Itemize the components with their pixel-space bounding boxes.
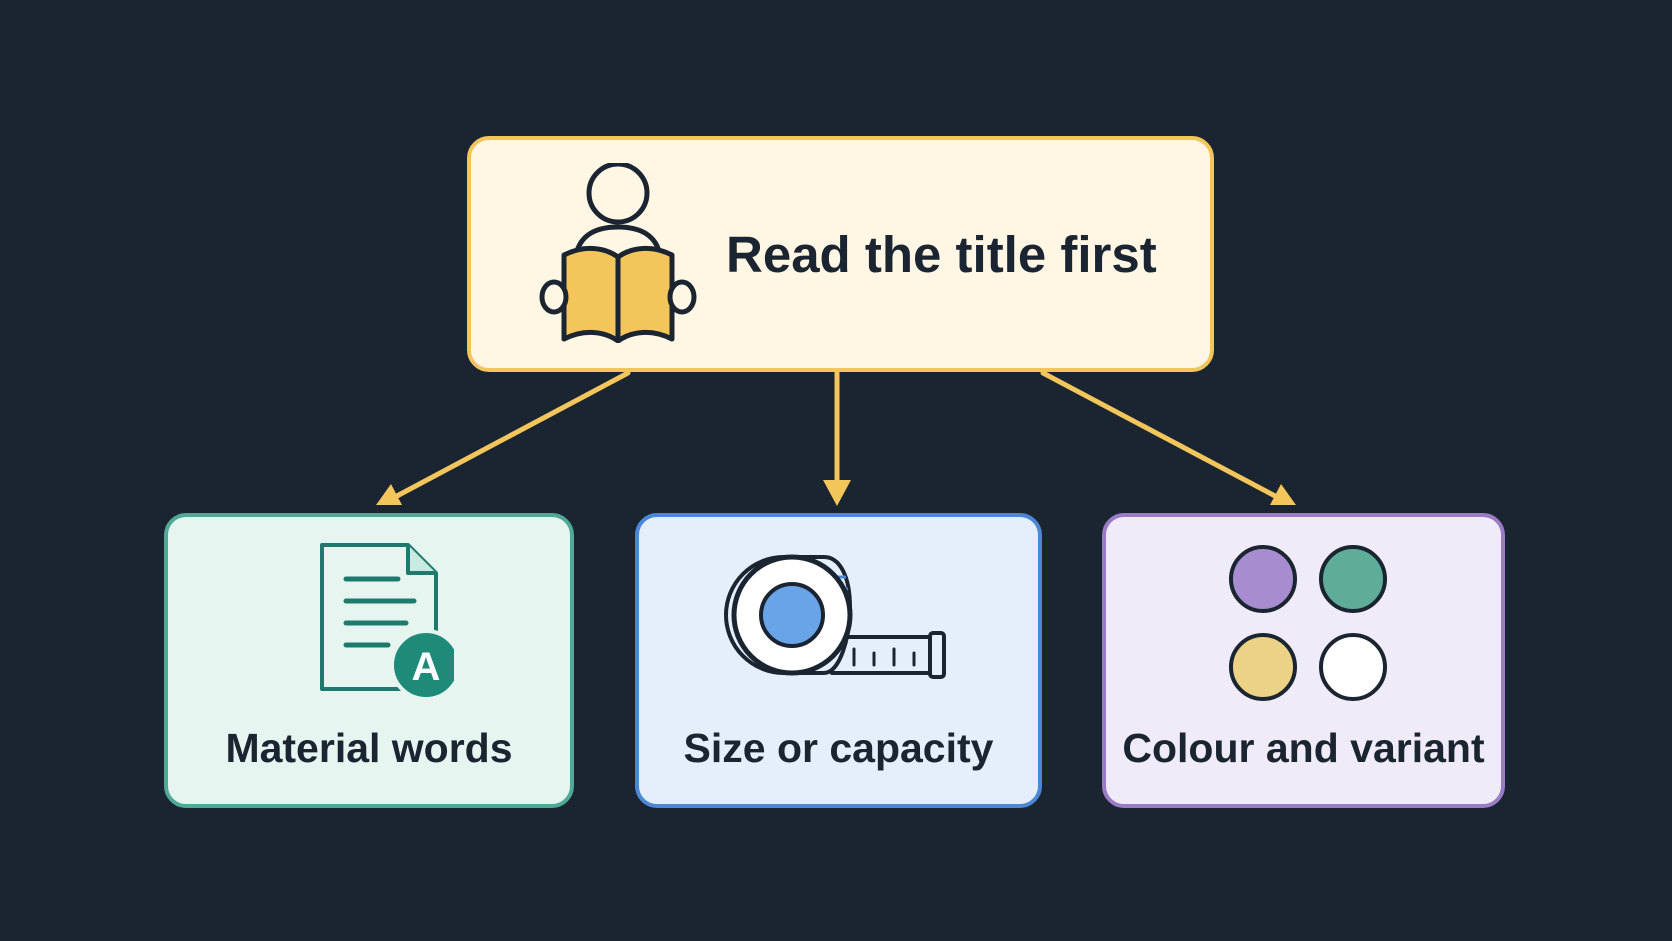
- root-node-read-the-title-first: Read the title first: [467, 136, 1214, 372]
- document-letter-a-icon: A: [320, 543, 454, 701]
- child-node-label: Colour and variant: [1122, 725, 1485, 771]
- child-node-material-words: A Material words: [164, 513, 574, 808]
- child-node-label: Size or capacity: [683, 725, 994, 771]
- document-badge-letter: A: [412, 645, 441, 689]
- child-node-colour-and-variant: Colour and variant: [1102, 513, 1505, 808]
- tape-measure-icon: [723, 554, 946, 679]
- arrow-to-colour-and-variant: [1040, 370, 1280, 500]
- person-reading-book-icon: [539, 163, 697, 343]
- arrow-to-material-words: [392, 370, 631, 500]
- arrowhead-size-or-capacity: [823, 480, 851, 506]
- arrowhead-material-words: [376, 484, 402, 505]
- color-swatches-icon: [1228, 545, 1387, 701]
- arrowhead-colour-and-variant: [1270, 484, 1296, 505]
- child-node-size-or-capacity: Size or capacity: [635, 513, 1042, 808]
- child-node-label: Material words: [225, 725, 513, 771]
- root-node-label: Read the title first: [726, 225, 1157, 283]
